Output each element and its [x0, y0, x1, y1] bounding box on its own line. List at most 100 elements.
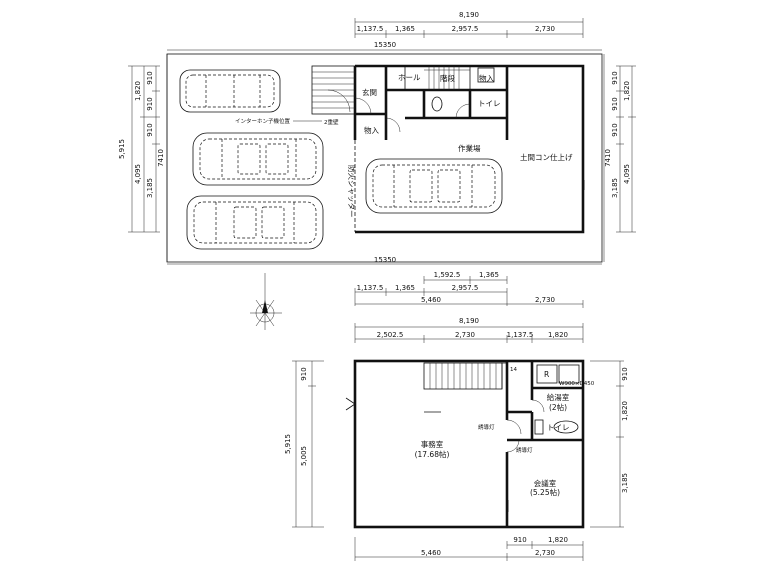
- f2-bottom-seg-2: 1,820: [548, 536, 568, 544]
- f2-top-total-dim: 8,190: [459, 317, 479, 325]
- f2-bottom-lower-2: 2,730: [535, 549, 555, 557]
- f1-left-outer-1: 1,820: [134, 81, 142, 101]
- f1-stairs: [424, 66, 470, 90]
- f1-stairs-label: 階段: [440, 73, 455, 83]
- f1-storage-mid-label: 物入: [364, 125, 379, 135]
- f2-basin: [534, 419, 544, 435]
- f2-kitchenette-size: (2帖): [549, 402, 567, 412]
- f2-right-seg-3: 3,185: [621, 473, 629, 493]
- f1-parked-vehicles: [179, 69, 503, 250]
- f1-bottom-mid-1: 1,137.5: [357, 284, 384, 292]
- f1-intercom-label: インターホン子機位置: [235, 117, 291, 125]
- f2-left-outer-1: 910: [300, 367, 308, 380]
- f1-storage-door-arc: [385, 117, 401, 133]
- f2-meeting-size: (5.25帖): [530, 487, 560, 497]
- second-floor-plan: 8,190 2,502.5 2,730 1,137.5 1,820 5,915 …: [284, 317, 629, 561]
- f2-office-label: 事務室: [421, 439, 444, 449]
- f2-step-count: 14: [510, 367, 517, 373]
- f1-top-seg-4: 2,730: [535, 25, 555, 33]
- f2-top-seg-4: 1,820: [548, 331, 568, 339]
- f2-right-seg-2: 1,820: [621, 401, 629, 421]
- f2-kitchenette-label: 給湯室: [547, 392, 570, 402]
- f2-guide-light-2: 誘導灯: [516, 446, 533, 454]
- f1-bottom-mid-2: 1,365: [395, 284, 415, 292]
- f2-guide-light-1: 誘導灯: [478, 423, 495, 431]
- f1-entrance-label: 玄関: [362, 87, 377, 97]
- f1-right-inner-3: 910: [611, 123, 619, 136]
- f1-toilet-label: トイレ: [478, 99, 501, 108]
- first-floor-plan: 8,190 1,137.5 1,365 2,957.5 2,730 15350 …: [118, 11, 636, 330]
- f1-bottom-lower-2: 2,730: [535, 296, 555, 304]
- f2-top-seg-2: 2,730: [455, 331, 475, 339]
- f2-sink: [558, 364, 580, 384]
- f1-storage-top-label: 物入: [479, 73, 494, 83]
- f1-right-inner-1: 910: [611, 71, 619, 84]
- f1-shutter-label: 防火シャッター: [347, 165, 357, 218]
- f2-right-seg-1: 910: [621, 367, 629, 380]
- f2-meeting-door-arc: [506, 439, 520, 453]
- f1-vehicle-2: [192, 132, 324, 186]
- f2-top-seg-3: 1,137.5: [507, 331, 534, 339]
- f1-storage-box: [477, 67, 495, 83]
- f1-toilet-fixture: [431, 96, 443, 112]
- f1-top-seg-3: 2,957.5: [452, 25, 479, 33]
- f2-toilet-door-arc: [531, 399, 545, 413]
- f1-top-dimensions: 8,190 1,137.5 1,365 2,957.5 2,730 15350: [167, 11, 602, 51]
- f1-right-site-height: 7410: [604, 149, 612, 167]
- f1-vehicle-4: [365, 158, 503, 214]
- f2-bottom-dimensions: 910 1,820 5,460 2,730: [354, 536, 584, 561]
- f2-left-outer-2: 5,005: [300, 446, 308, 466]
- f2-bottom-lower-1: 5,460: [421, 549, 441, 557]
- f1-bottom-upper-1: 1,592.5: [434, 271, 461, 279]
- f1-left-inner-1: 910: [146, 71, 154, 84]
- f2-left-total-dim: 5,915: [284, 434, 292, 454]
- f1-bottom-mid-3: 2,957.5: [452, 284, 479, 292]
- f1-bottom-site-width: 15350: [374, 256, 396, 264]
- f1-right-inner-2: 910: [611, 97, 619, 110]
- f2-top-seg-1: 2,502.5: [377, 331, 404, 339]
- f1-bottom-dimensions: 15350 1,592.5 1,365 1,137.5 1,365 2,957.…: [167, 256, 602, 308]
- f1-floor-finish-label: 土間コン仕上げ: [520, 152, 573, 162]
- f2-meeting-label: 会議室: [534, 478, 557, 488]
- f1-right-inner-4: 3,185: [611, 178, 619, 198]
- f2-stairs: [423, 362, 507, 390]
- f1-left-total-dim: 5,915: [118, 139, 126, 159]
- f2-top-dimensions: 8,190 2,502.5 2,730 1,137.5 1,820: [354, 317, 584, 343]
- f2-west-window-mark: [345, 397, 356, 411]
- f1-workshop-label: 作業場: [458, 143, 481, 153]
- f1-double-wall-label: 2重壁: [324, 118, 339, 126]
- f1-left-outer-2: 4,095: [134, 164, 142, 184]
- f1-site-boundary: [166, 53, 603, 263]
- f1-left-inner-3: 910: [146, 123, 154, 136]
- f1-outdoor-stair: [311, 65, 356, 115]
- f1-right-dimensions: 7410 910 910 910 3,185 1,820 4,095: [603, 54, 636, 262]
- f2-right-dimensions: 910 1,820 3,185: [590, 360, 629, 528]
- f2-building-walls: [353, 359, 585, 529]
- f1-top-total-dim: 8,190: [459, 11, 479, 19]
- f1-right-outer-1: 1,820: [623, 81, 631, 101]
- f1-left-inner-2: 910: [146, 97, 154, 110]
- f1-bottom-upper-2: 1,365: [479, 271, 499, 279]
- f1-top-site-width: 15350: [374, 41, 396, 49]
- f2-refrigerator-label: R: [544, 370, 549, 379]
- f1-west-door-arc: [327, 89, 351, 113]
- f2-refrigerator: [536, 364, 558, 384]
- f1-toilet-door-arc: [455, 103, 471, 119]
- f1-vehicle-3: [186, 195, 324, 250]
- north-arrow-icon: [250, 273, 282, 330]
- f1-hall-label: ホール: [398, 73, 421, 82]
- f2-bottom-seg-1: 910: [513, 536, 526, 544]
- f2-toilet-fixture: [553, 420, 579, 434]
- f1-bottom-lower-1: 5,460: [421, 296, 441, 304]
- f1-top-seg-1: 1,137.5: [357, 25, 384, 33]
- f1-entrance-door-arc: [354, 97, 372, 115]
- f2-appliance-label: W900×D450: [559, 381, 595, 387]
- f2-office-door-arc: [506, 419, 522, 435]
- f1-top-seg-2: 1,365: [395, 25, 415, 33]
- f2-left-dimensions: 5,915 910 5,005: [284, 360, 324, 528]
- f2-toilet-label: トイレ: [547, 423, 570, 432]
- f1-left-inner-4: 3,185: [146, 178, 154, 198]
- f1-left-site-height: 7410: [157, 149, 165, 167]
- f1-left-dimensions: 5,915 1,820 4,095 910 910 910 3,185 7410: [118, 54, 168, 262]
